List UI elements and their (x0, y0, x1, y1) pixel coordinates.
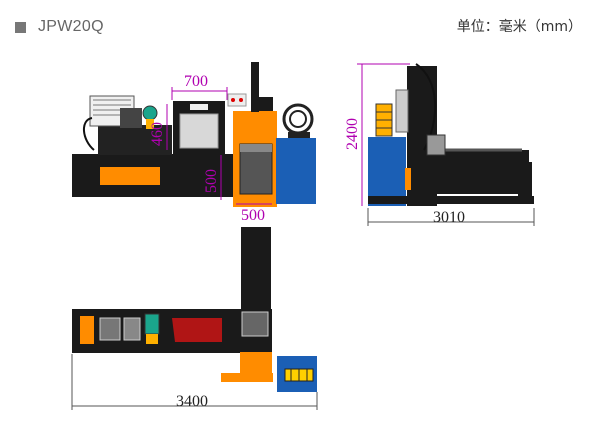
dim-700-label: 700 (184, 73, 208, 90)
front-motor-icon (142, 105, 158, 121)
dim-460-label: 460 (149, 122, 166, 146)
front-feed-opening (239, 143, 273, 195)
side-view: 2400 3010 (344, 63, 535, 226)
unit-label: 单位：毫米（mm） (456, 19, 582, 35)
front-strapper (276, 138, 316, 204)
side-base (368, 196, 534, 204)
top-orange-block (80, 316, 94, 344)
side-main-body (437, 150, 529, 194)
dim-3010-label: 3010 (433, 209, 465, 226)
front-view: 700 460 500 500 (72, 62, 316, 224)
dim-500v-label: 500 (203, 169, 220, 193)
front-post (251, 62, 259, 112)
dim-3400-label: 3400 (176, 393, 208, 410)
top-motor-icon (144, 313, 160, 335)
title-square-icon (15, 21, 26, 33)
front-hydraulic-body (98, 125, 172, 155)
front-control-screen (179, 113, 219, 149)
front-strap-reel-icon (282, 103, 314, 135)
front-signal-lights (227, 93, 247, 107)
top-pump-icon (99, 317, 121, 341)
dim-500h-label: 500 (241, 207, 265, 224)
title-row: JPW20Q (15, 15, 104, 39)
front-valve-block (120, 108, 142, 128)
side-motor-icon (426, 134, 446, 156)
front-orange-block (100, 167, 160, 185)
top-view: 3400 (71, 227, 318, 410)
dim-2400-label: 2400 (344, 118, 361, 150)
model-title: JPW20Q (38, 18, 104, 35)
top-red-chamber (172, 318, 222, 342)
side-blue-box (368, 137, 406, 206)
top-joint-mechanism (241, 311, 269, 337)
front-hose (83, 117, 95, 151)
